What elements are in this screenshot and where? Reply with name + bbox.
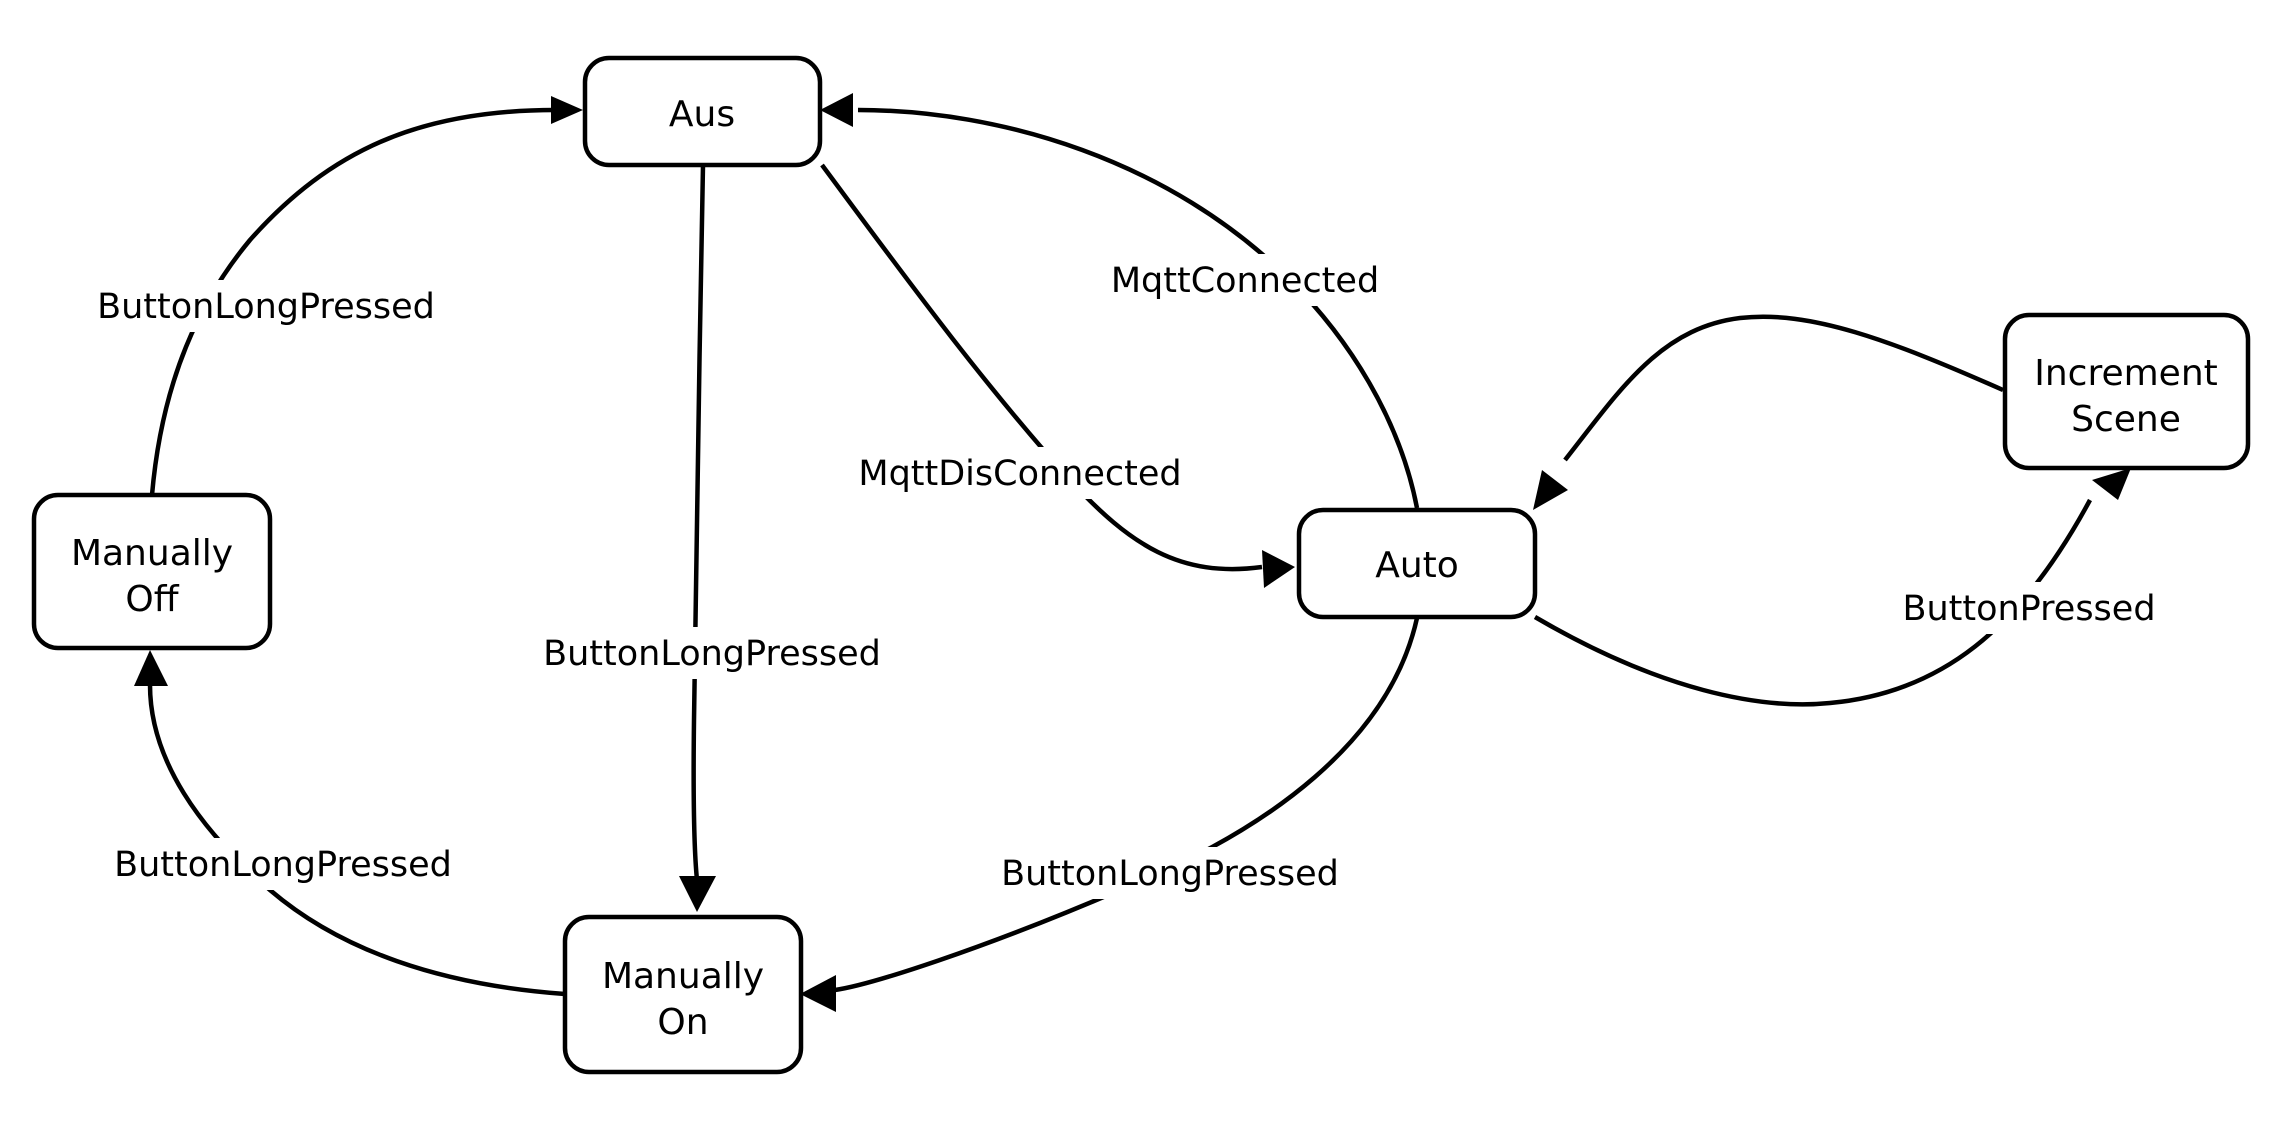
label-off-to-aus: ButtonLongPressed	[86, 280, 446, 332]
label-auto-to-on: ButtonLongPressed	[990, 847, 1350, 899]
svg-text:Increment: Increment	[2034, 353, 2218, 394]
svg-text:ButtonLongPressed: ButtonLongPressed	[114, 845, 452, 885]
edge-auto-to-aus	[820, 93, 1420, 509]
edge-auto-to-on	[800, 617, 1420, 1012]
svg-text:MqttDisConnected: MqttDisConnected	[858, 454, 1181, 494]
svg-text:Off: Off	[125, 579, 179, 620]
label-aus-to-on: ButtonLongPressed	[532, 627, 892, 679]
label-on-to-off: ButtonLongPressed	[103, 838, 463, 890]
svg-text:Auto: Auto	[1375, 545, 1459, 586]
svg-text:MqttConnected: MqttConnected	[1111, 261, 1379, 301]
svg-text:ButtonLongPressed: ButtonLongPressed	[1001, 854, 1339, 894]
edge-on-to-off	[134, 650, 566, 997]
state-increment-scene[interactable]: Increment Scene	[2002, 312, 2251, 471]
svg-text:ButtonLongPressed: ButtonLongPressed	[97, 287, 435, 327]
label-auto-to-scene: ButtonPressed	[1890, 582, 2168, 634]
svg-text:On: On	[657, 1002, 708, 1043]
svg-text:ButtonPressed: ButtonPressed	[1902, 589, 2155, 629]
label-aus-to-auto: MqttDisConnected	[850, 447, 1192, 499]
svg-text:ButtonLongPressed: ButtonLongPressed	[543, 634, 881, 674]
edge-aus-to-auto	[820, 163, 1295, 588]
svg-text:Aus: Aus	[669, 94, 735, 135]
edge-aus-to-on	[679, 164, 716, 912]
edge-off-to-aus	[149, 96, 583, 496]
label-auto-to-aus: MqttConnected	[1100, 254, 1390, 306]
state-aus[interactable]: Aus	[582, 55, 823, 168]
svg-text:Manually: Manually	[602, 956, 764, 997]
svg-text:Scene: Scene	[2071, 399, 2181, 440]
state-manually-off[interactable]: Manually Off	[31, 492, 273, 651]
svg-text:Manually: Manually	[71, 533, 233, 574]
state-manually-on[interactable]: Manually On	[562, 914, 804, 1075]
state-auto[interactable]: Auto	[1296, 507, 1538, 620]
edge-scene-to-auto	[1533, 314, 2004, 510]
